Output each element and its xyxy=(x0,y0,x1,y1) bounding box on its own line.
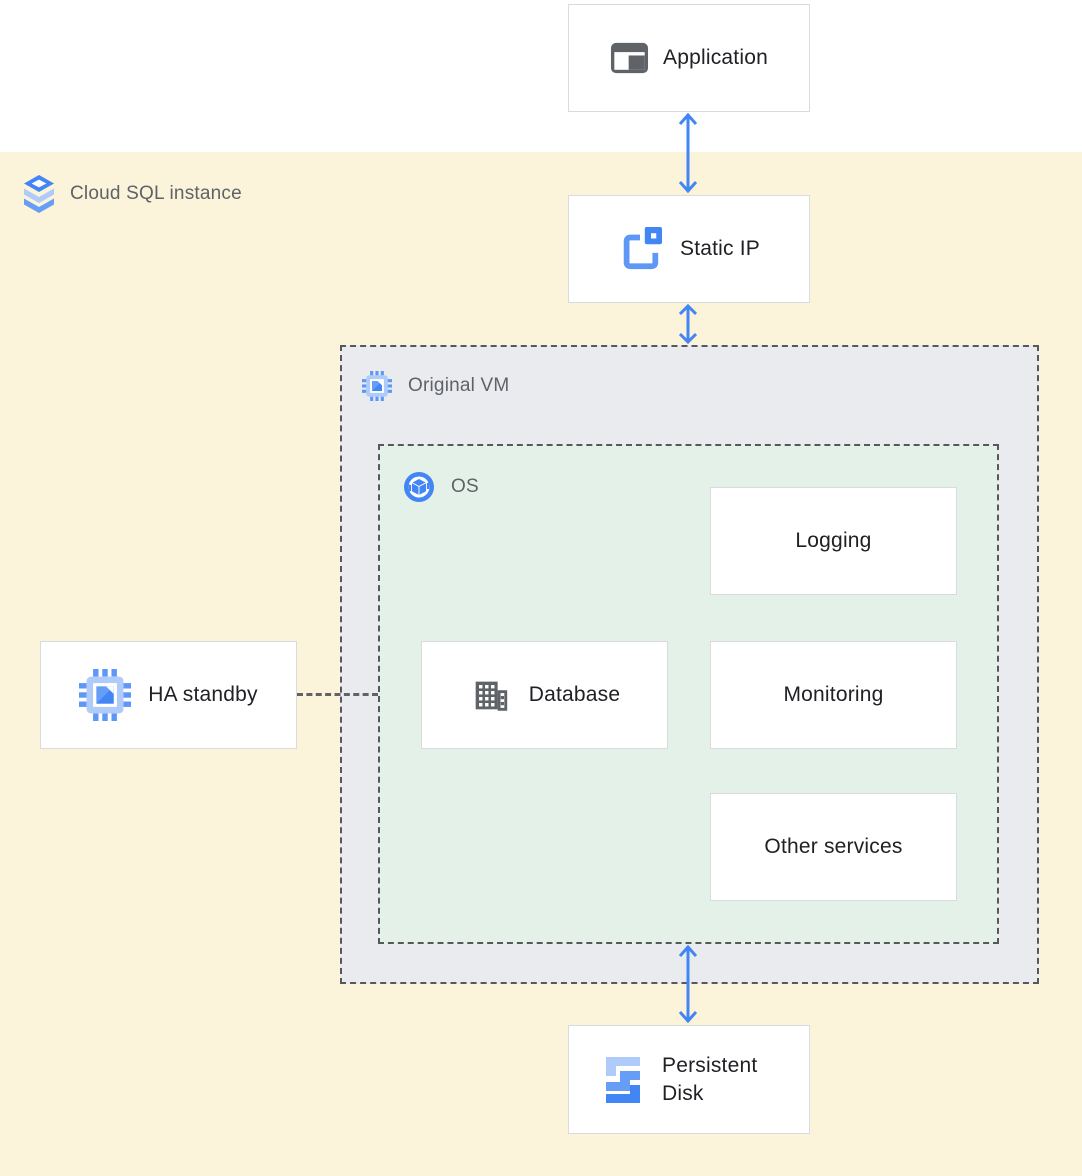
cloud-sql-instance-label: Cloud SQL instance xyxy=(70,183,242,204)
logging-label: Logging xyxy=(795,529,872,552)
static-ip-node: Static IP xyxy=(568,195,810,303)
monitoring-label: Monitoring xyxy=(783,683,884,706)
ha-standby-node: HA standby xyxy=(40,641,297,749)
application-icon xyxy=(610,42,649,74)
persistent-disk-icon xyxy=(600,1055,644,1105)
monitoring-node: Monitoring xyxy=(710,641,957,749)
arrow-application-staticip xyxy=(676,112,700,194)
os-label: OS xyxy=(451,476,479,497)
arrow-staticip-vm xyxy=(676,303,700,345)
ha-standby-label: HA standby xyxy=(148,683,258,706)
compute-engine-icon xyxy=(362,371,392,401)
database-node: Database xyxy=(421,641,668,749)
compute-engine-icon xyxy=(79,669,132,721)
other-services-node: Other services xyxy=(710,793,957,901)
persistent-disk-node: Persistent Disk xyxy=(568,1025,810,1134)
os-header: OS xyxy=(403,471,479,503)
original-vm-header: Original VM xyxy=(362,368,509,404)
persistent-disk-label: Persistent Disk xyxy=(662,1053,758,1105)
logging-node: Logging xyxy=(710,487,957,595)
os-icon xyxy=(403,471,435,503)
original-vm-label: Original VM xyxy=(408,375,510,396)
ha-standby-connector xyxy=(297,693,378,696)
static-ip-label: Static IP xyxy=(680,237,760,260)
application-label: Application xyxy=(663,46,768,69)
cloud-sql-icon xyxy=(24,175,54,213)
arrow-os-persistentdisk xyxy=(676,944,700,1024)
database-label: Database xyxy=(528,683,621,706)
database-icon xyxy=(469,674,511,716)
static-ip-icon xyxy=(618,226,662,272)
cloud-sql-header: Cloud SQL instance xyxy=(24,172,242,216)
application-node: Application xyxy=(568,4,810,112)
other-services-label: Other services xyxy=(764,835,903,858)
